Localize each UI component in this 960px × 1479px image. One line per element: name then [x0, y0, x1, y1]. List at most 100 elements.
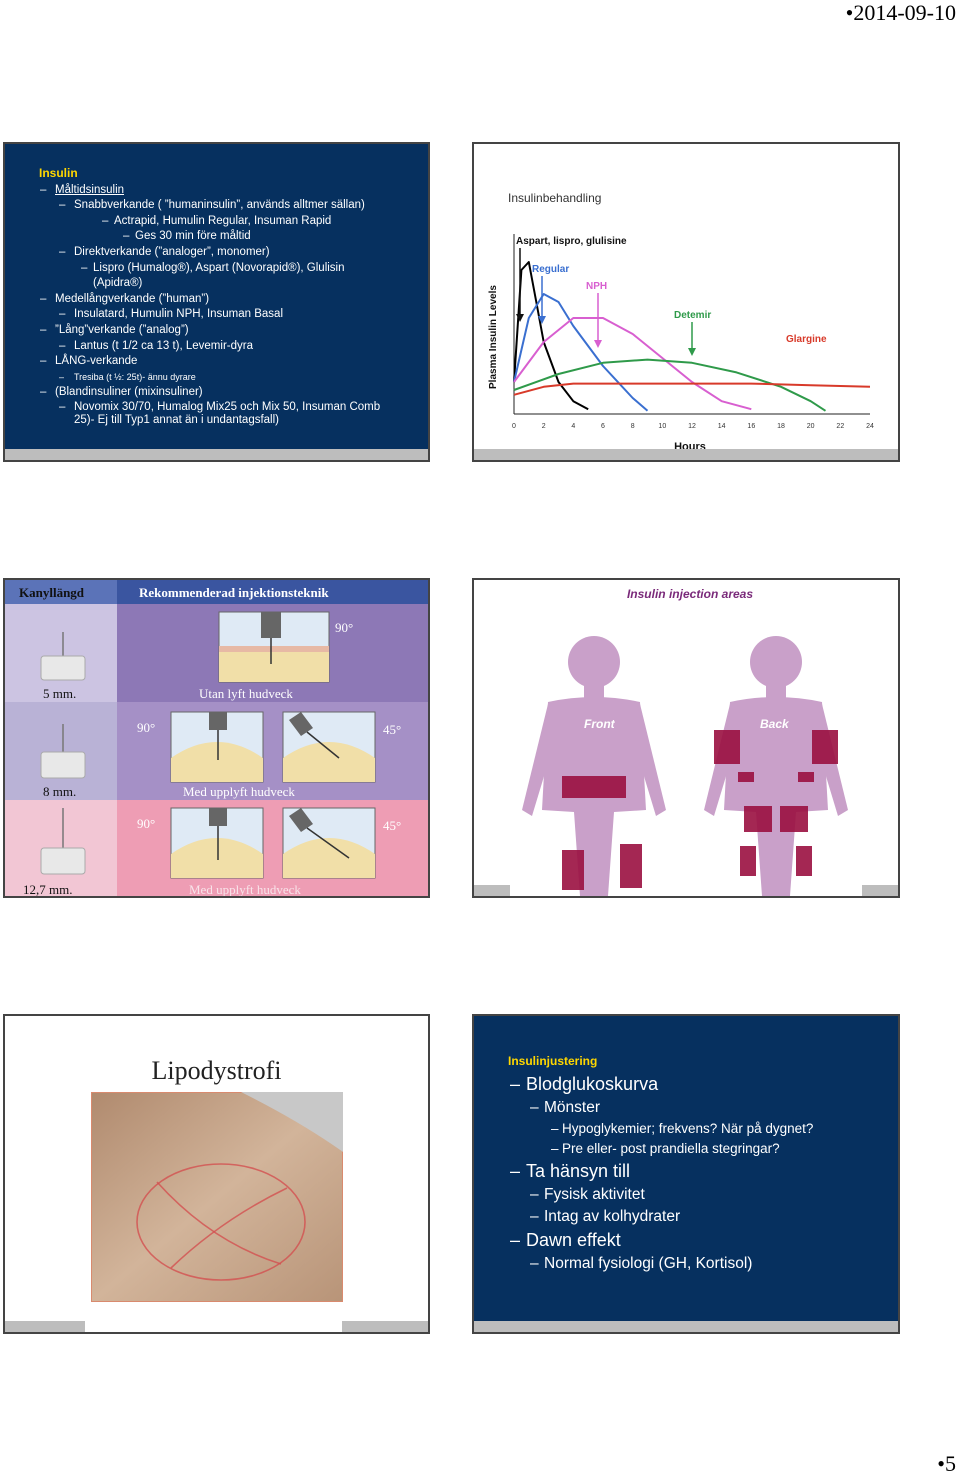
label-aspart: Aspart, lispro, glulisine [516, 236, 627, 247]
list-item: –Dawn effekt [510, 1230, 621, 1250]
list-item: –Pre eller- post prandiella stegringar? [551, 1141, 780, 1156]
skin-diagram-icon [282, 807, 376, 879]
x-tick-label: 12 [688, 423, 696, 430]
insulin-chart: Insulinbehandling Plasma Insulin Levels … [488, 191, 874, 453]
chart-series-labels: Aspart, lispro, glulisine Regular NPH De… [516, 236, 827, 356]
x-tick-label: 8 [631, 423, 635, 430]
list-item: –Medellångverkande (”human”) [40, 292, 210, 305]
x-tick-label: 22 [836, 423, 844, 430]
series-line-detemir [513, 358, 827, 412]
slide-lipodystrophy: Lipodystrofi [3, 1014, 430, 1334]
slide-footer-bar [474, 1321, 898, 1332]
chart-title: Insulinbehandling [508, 191, 601, 205]
slide-insulin-types: Insulin –Måltidsinsulin –Snabbverkande (… [3, 142, 430, 462]
list-item: –Snabbverkande ( ”humaninsulin”, används… [59, 199, 365, 212]
adjustment-list: Insulinjustering –Blodglukoskurva –Mönst… [508, 1054, 888, 1277]
body-back-icon [704, 636, 848, 896]
angle-label: 90° [137, 720, 155, 735]
slide-insulin-chart: Insulinbehandling Plasma Insulin Levels … [472, 142, 900, 462]
page-number: •5 [937, 1451, 956, 1476]
label-regular: Regular [532, 264, 569, 275]
slide-title: Lipodystrofi [151, 1056, 282, 1085]
injection-areas-diagram: Insulin injection areas Front [522, 587, 848, 896]
list-item: –Direktverkande (”analoger”, monomer) [59, 245, 270, 258]
list-item: –Blodglukoskurva [510, 1074, 659, 1094]
needle-length-label: 5 mm. [43, 686, 76, 701]
series-line-nph [513, 317, 752, 411]
slide-title: Insulinjustering [508, 1054, 598, 1068]
skin-diagram-icon [170, 711, 264, 783]
label-glargine: Glargine [786, 334, 827, 345]
x-tick-label: 2 [542, 423, 546, 430]
slide-footer-bar [474, 885, 898, 896]
diagram-title: Insulin injection areas [627, 587, 753, 601]
angle-label: 90° [335, 620, 353, 635]
list-item: –”Lång”verkande (”analog”) [40, 323, 189, 336]
list-item: –Actrapid, Humulin Regular, Insuman Rapi… [102, 214, 332, 227]
angle-label: 90° [137, 816, 155, 831]
list-item: –Måltidsinsulin [40, 183, 125, 196]
series-line-regular [513, 293, 649, 412]
needle-8mm-icon [40, 724, 86, 779]
slide-footer-bar [474, 449, 898, 460]
slide-injection-areas: Insulin injection areas Front [472, 578, 900, 898]
arrow-nph-head [594, 340, 602, 348]
x-tick-label: 4 [571, 423, 575, 430]
needle-12mm-icon [40, 808, 86, 875]
slide-footer-bar [5, 449, 428, 460]
list-item: –Hypoglykemier; frekvens? När på dygnet? [551, 1121, 814, 1136]
x-tick-label: 18 [777, 423, 785, 430]
slide-injection-technique: Kanyllängd Rekommenderad injektionstekni… [3, 578, 430, 898]
page-date: •2014-09-10 [845, 0, 956, 25]
list-item: –Normal fysiologi (GH, Kortisol) [530, 1255, 753, 1272]
list-item: –LÅNG-verkande [40, 355, 138, 368]
chart-grid [513, 234, 870, 415]
label-back: Back [760, 717, 790, 731]
needle-length-label: 8 mm. [43, 784, 76, 799]
list-item: –Lantus (t 1/2 ca 13 t), Levemir-dyra [59, 339, 253, 352]
lipodystrophy-photo [91, 1092, 343, 1302]
list-item: –Novomix 30/70, Humalog Mix25 och Mix 50… [59, 400, 381, 426]
slide-footer-bar [5, 1321, 428, 1332]
angle-label: 45° [383, 722, 401, 737]
chart-series [513, 261, 871, 412]
list-item: –(Blandinsuliner (mixinsuliner) [40, 386, 203, 399]
arrow-regular-head [538, 316, 546, 324]
series-line-glargine [513, 382, 871, 396]
skin-diagram-icon [282, 711, 376, 783]
label-front: Front [584, 717, 616, 731]
needle-5mm-icon [40, 632, 86, 681]
row-caption: Med upplyft hudveck [189, 882, 301, 896]
col-header-length: Kanyllängd [19, 585, 85, 600]
list-item: –Ges 30 min före måltid [123, 230, 251, 243]
row-2-bg [117, 702, 428, 800]
injection-technique-table: Kanyllängd Rekommenderad injektionstekni… [5, 580, 428, 896]
list-item: –Ta hänsyn till [510, 1161, 631, 1181]
skin-diagram-icon [170, 807, 264, 879]
y-axis-label: Plasma Insulin Levels [488, 285, 499, 389]
x-tick-label: 6 [601, 423, 605, 430]
series-line-aspart-lispro-glulisine [513, 261, 589, 411]
list-item: –Intag av kolhydrater [530, 1208, 681, 1225]
x-tick-label: 20 [807, 423, 815, 430]
slide-insulin-adjustment: Insulinjustering –Blodglukoskurva –Mönst… [472, 1014, 900, 1334]
angle-label: 45° [383, 818, 401, 833]
body-front-icon [522, 636, 666, 896]
list-item: –Fysisk aktivitet [530, 1186, 645, 1203]
x-tick-label: 24 [866, 423, 874, 430]
skin-diagram-icon [218, 611, 330, 683]
arrow-aspart-head [516, 314, 524, 322]
list-item: –Tresiba (t ½: 25t)- ännu dyrare [59, 371, 196, 382]
list-item: –Mönster [530, 1099, 600, 1116]
label-detemir: Detemir [674, 310, 711, 321]
x-tick-label: 0 [512, 423, 516, 430]
insulin-list: Insulin –Måltidsinsulin –Snabbverkande (… [39, 166, 418, 427]
label-nph: NPH [586, 281, 607, 292]
row-caption: Med upplyft hudveck [183, 784, 295, 799]
x-tick-label: 10 [658, 423, 666, 430]
list-item: –Lispro (Humalog®), Aspart (Novorapid®),… [81, 261, 345, 290]
col-header-technique: Rekommenderad injektionsteknik [139, 585, 329, 600]
slide-title: Insulin [39, 166, 78, 180]
row-3-bg [117, 800, 428, 896]
